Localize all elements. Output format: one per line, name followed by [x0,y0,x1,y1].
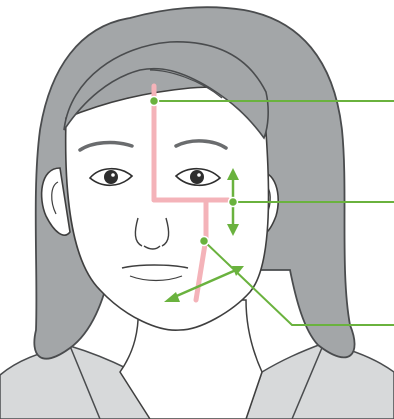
callout-dot-3 [200,237,209,246]
callout-dot-1 [150,97,159,106]
callout-dot-2 [229,198,238,207]
